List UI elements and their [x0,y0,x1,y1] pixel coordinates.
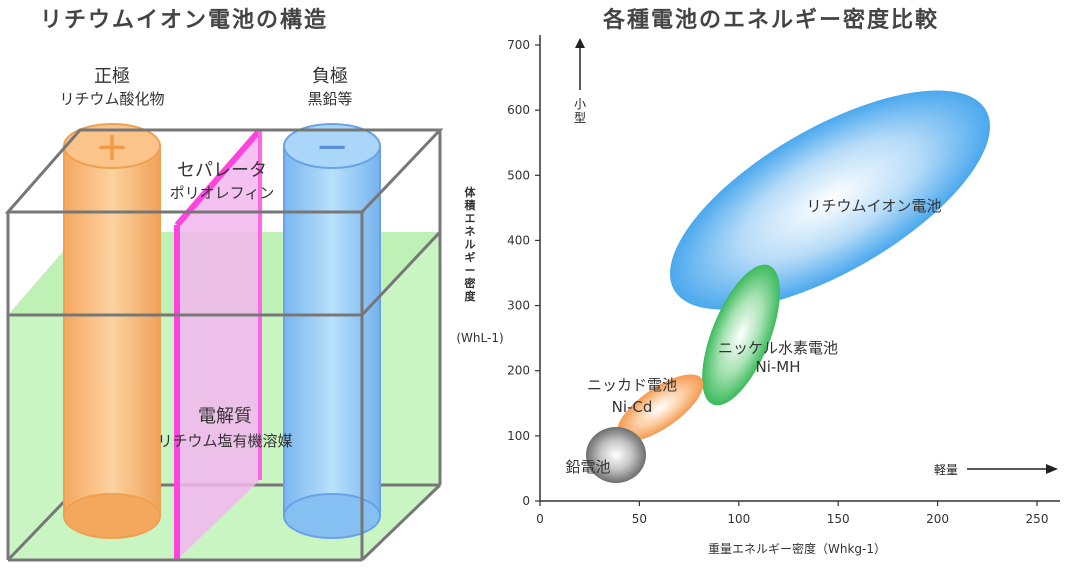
negative-electrode: − [283,123,381,539]
compact-label: 小型 [574,97,586,125]
x-tick-label: 250 [1026,512,1049,526]
y-tick-label: 500 [507,168,530,182]
label-nickel-metal-hydride: ニッケル水素電池 [718,339,838,357]
negative-name: 負極 [312,66,348,87]
y-ticks: 0 100 200 300 400 500 600 700 [507,38,540,508]
x-ticks: 0 50 100 150 200 250 [536,501,1048,526]
y-axis-label-char: 体 [465,185,477,199]
negative-material: 黒鉛等 [307,90,352,108]
y-axis-label-char: エ [465,212,476,225]
plus-symbol: + [95,124,129,170]
right-arrowhead-icon [1046,464,1058,474]
y-axis-label-char: ル [465,238,476,251]
x-tick-label: 100 [727,512,750,526]
x-tick-label: 200 [926,512,949,526]
lightweight-indicator: 軽量 [934,463,1058,477]
structure-title: リチウムイオン電池の構造 [40,8,329,33]
y-tick-label: 400 [507,233,530,247]
region-lithium-ion [670,90,990,310]
minus-symbol: − [315,124,349,170]
y-axis-label-char: ー [465,264,476,277]
region-nickel-cadmium [616,374,704,442]
y-axis-label-char: 度 [465,289,477,303]
up-arrowhead-icon [575,38,585,48]
y-tick-label: 600 [507,103,530,117]
label-ni-mh: Ni-MH [755,358,800,376]
region-lead-acid [586,427,646,483]
energy-density-chart: 0 100 200 300 400 500 600 700 0 50 100 150 200 250 リ… [456,35,1060,556]
x-tick-label: 150 [827,512,850,526]
positive-electrode: + [63,123,161,539]
separator-name: セパレータ [177,160,267,181]
positive-name: 正極 [94,66,130,87]
x-tick-label: 50 [632,512,647,526]
region-nickel-metal-hydride [702,264,780,406]
y-tick-label: 100 [507,429,530,443]
separator-material: ポリオレフィン [170,184,275,202]
y-axis-label-char: 積 [464,198,477,212]
label-lithium-ion: リチウムイオン電池 [806,197,941,215]
label-ni-cd: Ni-Cd [612,398,653,416]
x-tick-label: 0 [536,512,544,526]
lightweight-label: 軽量 [934,463,958,477]
electrolyte-material: リチウム塩有機溶媒 [157,432,292,450]
y-axis-label-char: 密 [465,276,476,290]
separator-top-edge [174,128,263,227]
chart-title: 各種電池のエネルギー密度比較 [603,8,940,33]
y-tick-label: 300 [507,299,530,313]
label-lead-acid: 鉛電池 [565,458,610,476]
x-axis-label: 重量エネルギー密度（Whkg-1） [708,541,886,556]
structure-diagram-panel: リチウムイオン電池の構造 [0,0,460,572]
y-axis-unit: (WhL-1) [456,331,503,345]
container-front-edges [4,128,444,562]
y-tick-label: 0 [522,494,530,508]
separator-sheet [177,130,260,560]
label-nickel-cadmium: ニッカド電池 [587,376,677,394]
battery-structure-svg: + − 正極 リチウム酸化物 負極 黒鉛等 セパレータ ポリオレフィン 電解質 … [4,66,444,562]
y-axis-label-char: ギ [465,250,476,264]
positive-material: リチウム酸化物 [59,90,164,108]
electrolyte-name: 電解質 [198,406,252,427]
y-tick-label: 200 [507,364,530,378]
energy-density-chart-panel: 各種電池のエネルギー密度比較 [440,0,1075,572]
compact-indicator: 小型 [574,38,586,125]
y-axis-label-char: ネ [465,225,476,238]
y-tick-label: 700 [507,38,530,52]
